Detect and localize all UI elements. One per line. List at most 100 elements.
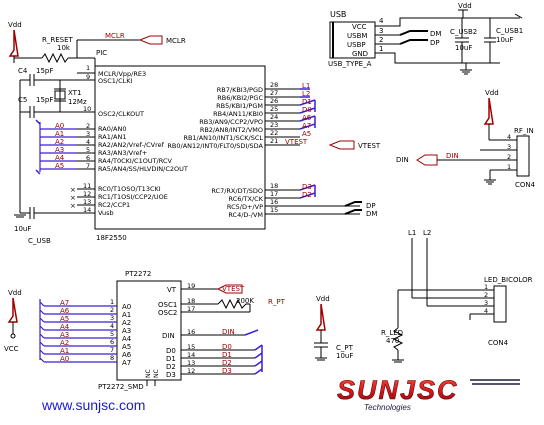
pic-right-pin-label: RB0/AN12/INT0/FLT0/SDI/SDA (167, 142, 263, 150)
usb-pin-usbp: USBP (347, 41, 366, 49)
pic-right-pin-label: RB2/AN8/INT2/VMO (200, 126, 263, 134)
sunjsc-logo: SUNJSC Technologies (337, 375, 520, 412)
pic-right-pin-label: RB3/AN9/CCP2/VPO (199, 118, 263, 126)
pic-ra-net: A3 (55, 146, 64, 154)
usb-pin-num-3: 3 (379, 27, 383, 35)
pt-right-pin-label: D0 (166, 347, 176, 355)
led-title: LED_BICOLOR (484, 276, 533, 284)
pic-right-pin-label: RC7/RX/DT/SDO (211, 187, 263, 195)
pic-ra-net: A1 (55, 130, 64, 138)
pic-rc-net: DM (366, 210, 377, 218)
pic-left-pin-num: 11 (83, 182, 91, 190)
pic-right-pin-num: 21 (270, 137, 278, 145)
led-r-value: 470 (386, 337, 399, 345)
pic-name: PIC (96, 49, 107, 57)
pic-left-pin-num: 1 (86, 64, 90, 72)
led-l2: L2 (423, 229, 431, 237)
led-con: CON4 (488, 339, 509, 347)
pt-r-pt-name: R_PT (268, 298, 286, 306)
pic-r-reset: R_RESET (42, 36, 74, 44)
pic-rb-net: L2 (302, 90, 310, 98)
pic-right-pin-label: RB5/KBI1/PGM (216, 102, 263, 110)
usb-pin-usbm: USBM (347, 32, 367, 40)
pt-left-pin-label: A6 (122, 351, 132, 359)
pt-nc: NC (153, 369, 160, 378)
usb-c1-value: 10uF (496, 36, 513, 44)
pt-vcc: VCC (4, 345, 19, 353)
pt-left-pin-label: A1 (122, 311, 131, 319)
pic-left-pin-label: RA4/T0CKI/C1OUT/RCV (98, 157, 172, 165)
pic-left-pin-num: 6 (86, 154, 90, 162)
pt-right-pin-num: 12 (187, 367, 195, 375)
pic-left-pin-num: 5 (86, 146, 90, 154)
pic-ra-net: A0 (55, 122, 64, 130)
rf-title: RF_IN (514, 127, 534, 135)
pt-right-pin-num: 18 (187, 297, 195, 305)
pic-part-label: 18F2550 (96, 234, 127, 242)
rf-pin: 4 (507, 133, 511, 141)
pt-r-pt-value: 200K (236, 297, 254, 305)
pic-left-pin-label: RA2/AN2/Vref-/CVref (98, 141, 165, 149)
pt-right-pin-num: 15 (187, 343, 195, 351)
pt-net-vtest: VTEST (222, 285, 245, 293)
logo-brand-text: SUNJSC (337, 375, 459, 405)
pt-net-d: D1 (222, 351, 232, 359)
pt-right-pin-num: 14 (187, 351, 195, 359)
rf-din-net: DIN (446, 152, 459, 160)
pic-c4-name: C4 (18, 67, 28, 75)
usb-pin-num-4: 4 (379, 17, 384, 25)
pt-right-pin-label: VT (167, 286, 177, 294)
usb-net-dp: DP (430, 39, 440, 47)
pt-part: PT2272_SMD (98, 383, 144, 391)
pt-net-d: D0 (222, 343, 232, 351)
pt-right-pin-label: D3 (166, 371, 176, 379)
pic-right-pin-num: 15 (270, 206, 278, 214)
pic-left-pin-label: OSC1/CLKI (98, 77, 133, 85)
pic-xtal-name: XT1 (68, 89, 81, 97)
pic-right-pin-label: RB7/KBI3/PGD (217, 86, 263, 94)
pt-left-pin-num: 1 (110, 298, 114, 306)
pic-left-pin-num: 14 (83, 206, 91, 214)
usb-c1-name: C_USB1 (496, 27, 523, 35)
pic-mclr-out: MCLR (166, 37, 186, 45)
pic-left-pin-num: 2 (86, 122, 90, 130)
pic-left-pin-label: RC1/T1OSI/CCP2/UOE (98, 193, 168, 201)
rf-section: Vdd RF_IN 4 3 2 1 CON4 DIN DIN (396, 89, 536, 189)
usb-vdd-label: Vdd (458, 2, 472, 10)
pt-left-net: A0 (60, 355, 69, 363)
pt-left-pin-num: 6 (110, 338, 114, 346)
led-pin: 1 (484, 283, 488, 291)
pic-right-pin-num: 27 (270, 89, 278, 97)
pic-right-pin-label: RC6/TX/CK (229, 195, 264, 203)
pic-r-reset-value: 10k (57, 44, 71, 52)
pt-left-net: A4 (60, 323, 70, 331)
svg-text:×: × (70, 202, 76, 210)
pic-right-pin-num: 28 (270, 81, 278, 89)
pic-section: Vdd R_RESET 10k MCLR MCLR PIC 18F2550 MC… (8, 21, 381, 245)
website-link[interactable]: www.sunjsc.com (41, 397, 145, 413)
pic-left-pin-num: 9 (86, 73, 90, 81)
pic-right-pin-num: 25 (270, 105, 278, 113)
rf-pin: 1 (507, 163, 511, 171)
pic-c5-value: 15pF (36, 96, 53, 104)
pic-right-pin-num: 24 (270, 113, 278, 121)
logo-subtitle: Technologies (364, 403, 411, 412)
pic-right-pin-num: 16 (270, 198, 278, 206)
led-l1: L1 (408, 229, 416, 237)
pic-right-pins: RB7/KBI3/PGD RB6/KBI2/PGC RB5/KBI1/PGM R… (167, 81, 278, 219)
pic-ra-net: A4 (55, 154, 65, 162)
led-r-name: R_LED (381, 329, 403, 337)
pt-left-pin-label: A3 (122, 327, 131, 335)
pic-left-pin-label: RA3/AN3/Vref+ (98, 149, 147, 157)
pic-right-pin-num: 26 (270, 97, 278, 105)
pt-title: PT2272 (125, 270, 151, 278)
pt-left-pin-num: 5 (110, 330, 114, 338)
pt-right-pin-num: 17 (187, 305, 195, 313)
pt-section: PT2272 PT2272_SMD A0 A1 A2 A3 A4 A5 A6 A… (4, 270, 286, 391)
pt-right-pin-num: 13 (187, 359, 195, 367)
pic-ra-net: A5 (55, 162, 64, 170)
pt-left-pin-label: A7 (122, 359, 131, 367)
pt-net-din: DIN (222, 328, 235, 336)
